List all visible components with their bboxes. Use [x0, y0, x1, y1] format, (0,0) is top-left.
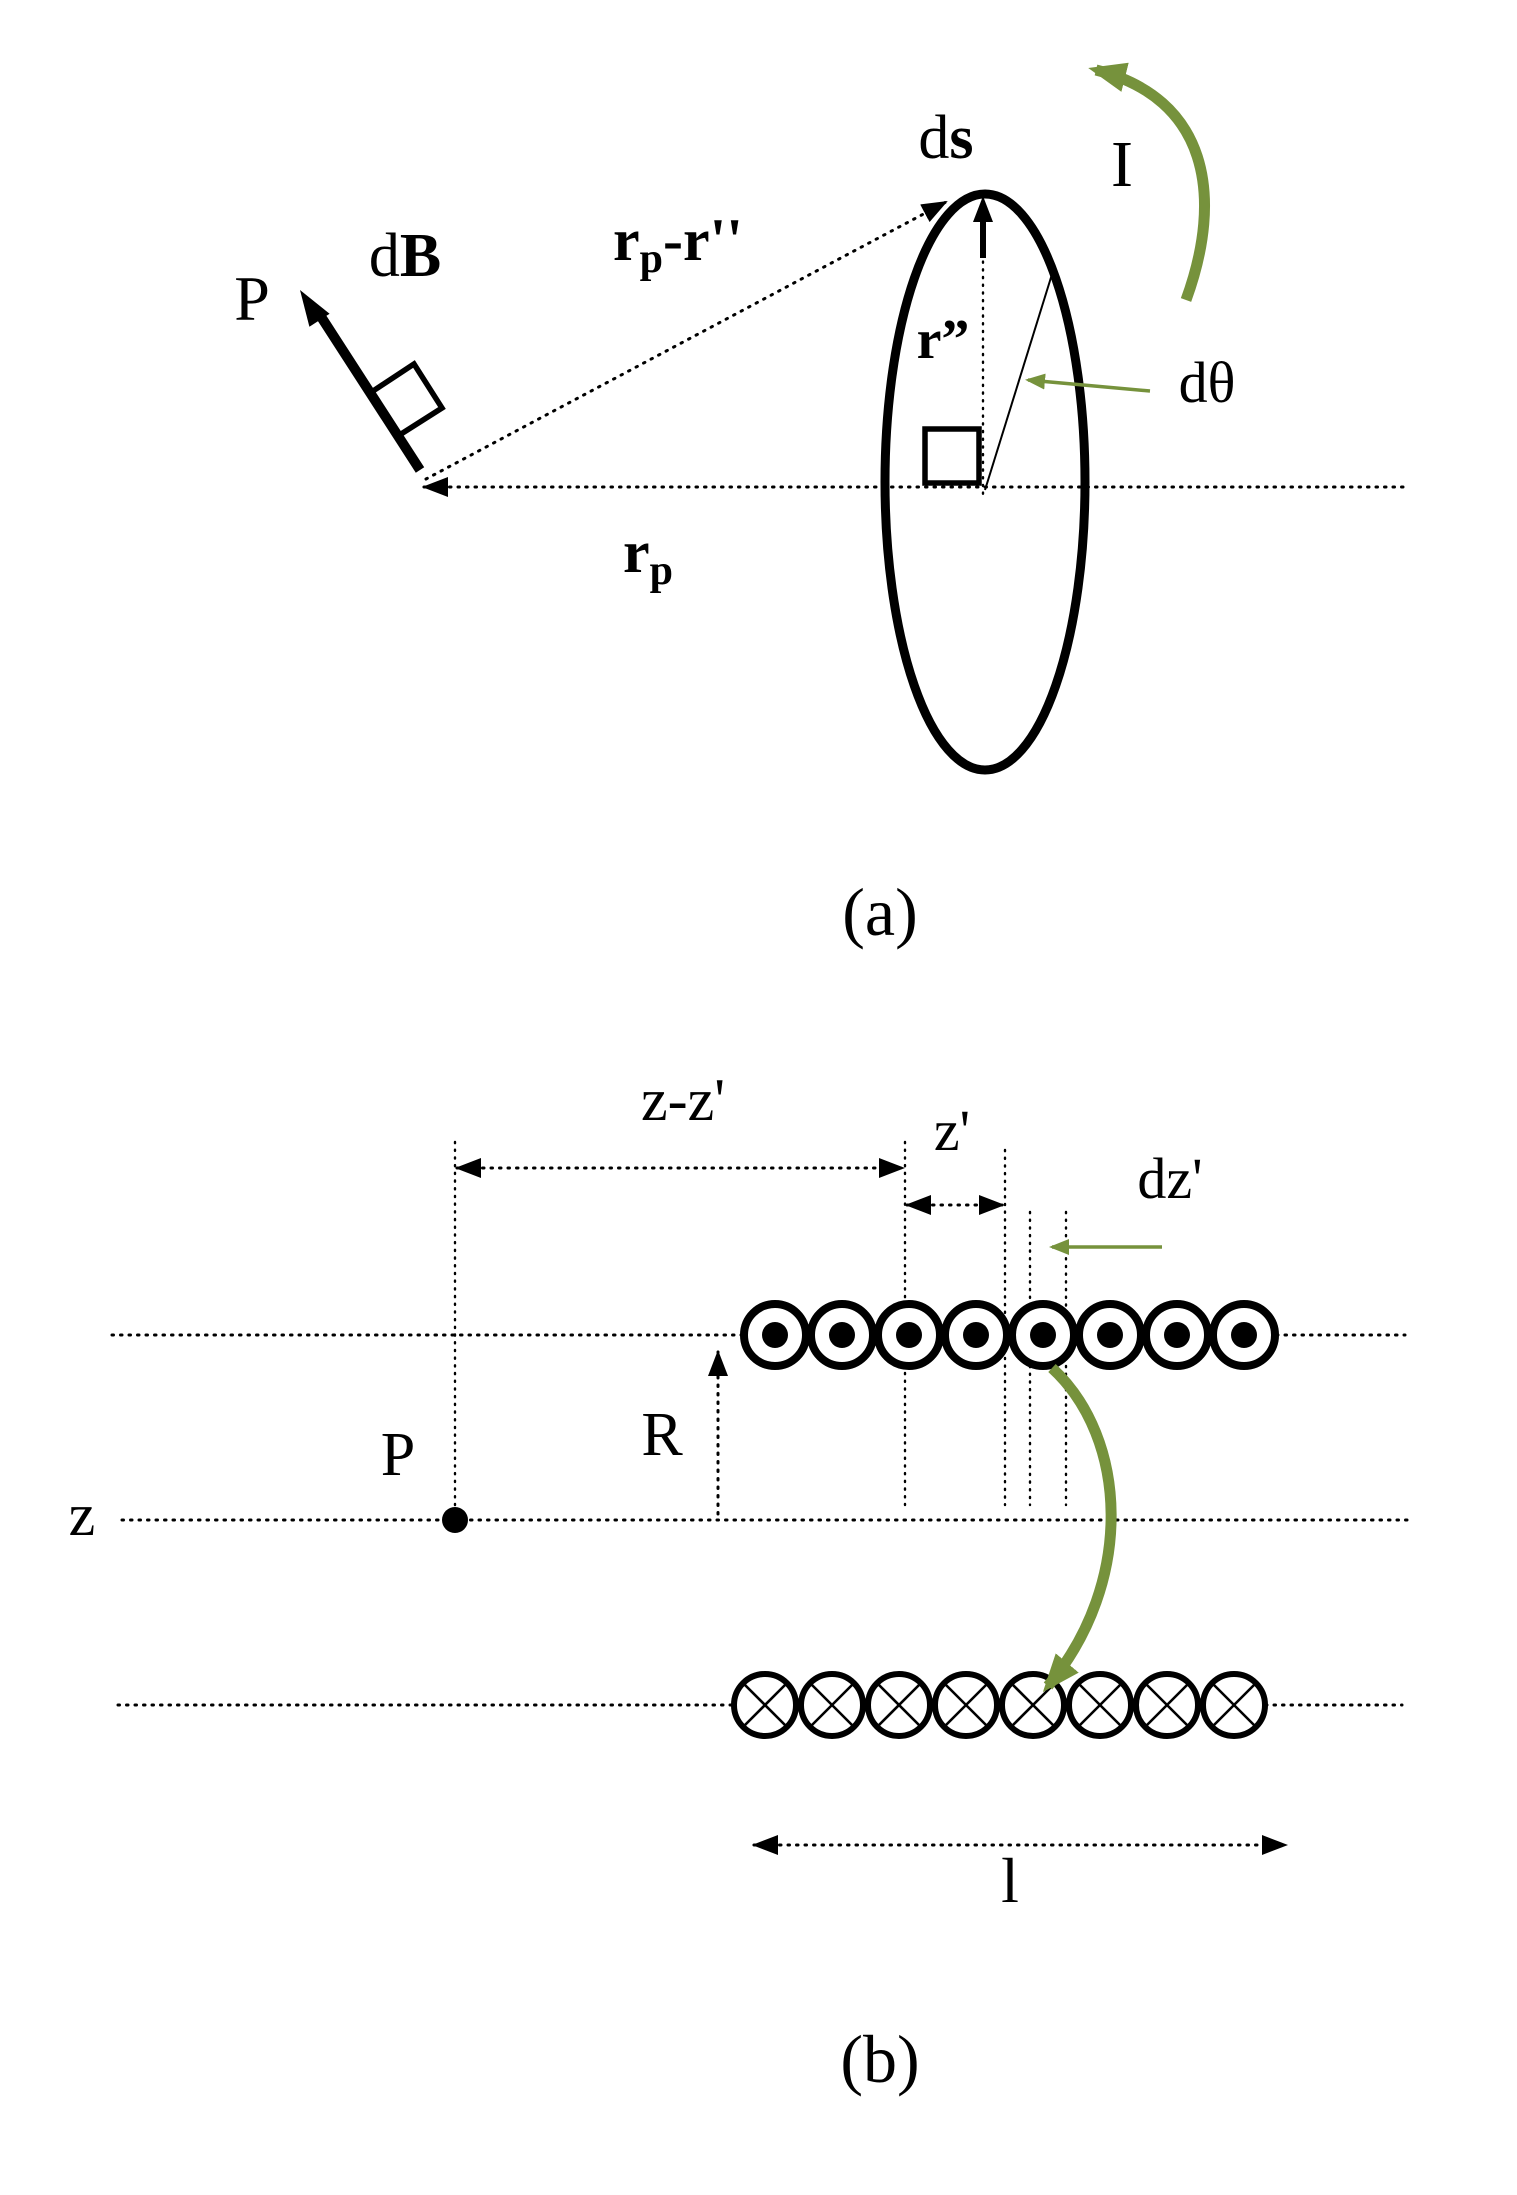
current-out-dot-icon: [1164, 1322, 1190, 1348]
label-rp: rp: [623, 519, 673, 594]
label-dtheta: dθ: [1179, 350, 1236, 415]
current-in-cross-icon: [876, 1682, 922, 1728]
current-out-dot-icon: [829, 1322, 855, 1348]
caption-a: (a): [842, 874, 917, 950]
label-R: R: [641, 1401, 683, 1469]
current-out-dot-icon: [963, 1322, 989, 1348]
current-out-dot-icon: [1231, 1322, 1257, 1348]
ds-arrowhead-icon: [973, 196, 993, 222]
dtheta-pointer-arrow: [1025, 373, 1151, 393]
label-dzprime: dz': [1137, 1146, 1202, 1211]
label-r-source: r”: [917, 309, 970, 371]
top-winding-row-current-out: [740, 1300, 1279, 1370]
label-z-axis: z: [69, 1482, 96, 1548]
point-P-dot: [442, 1507, 468, 1533]
label-z-minus-zprime: z-z': [641, 1067, 725, 1133]
winding-current-wrap-arrow: [1042, 1363, 1117, 1693]
current-in-cross-icon: [742, 1682, 788, 1728]
current-in-cross-icon: [1077, 1682, 1123, 1728]
label-point-P-a: P: [234, 263, 270, 334]
label-dB: dB: [369, 222, 441, 290]
figure-a: ds I P dB rp-r'' r” dθ rp (a): [234, 62, 1408, 950]
dB-arrowhead-icon: [300, 290, 330, 327]
current-out-dot-icon: [896, 1322, 922, 1348]
figure-b: z-z' z' dz' P R z l (b): [69, 1067, 1410, 2097]
right-angle-marker-center: [922, 426, 982, 486]
dtheta-angle-line: [984, 270, 1054, 491]
current-loop-ellipse: [880, 189, 1090, 775]
current-in-cross-icon: [1211, 1682, 1257, 1728]
label-rp-minus-r: rp-r'': [613, 207, 743, 282]
label-point-P-b: P: [381, 1421, 415, 1489]
current-in-cross-icon: [1144, 1682, 1190, 1728]
right-angle-marker-dB: [366, 360, 446, 440]
caption-b: (b): [840, 2021, 919, 2097]
current-in-cross-icon: [809, 1682, 855, 1728]
current-in-cross-icon: [943, 1682, 989, 1728]
label-zprime: z': [934, 1098, 970, 1163]
label-ds: ds: [918, 104, 973, 172]
current-direction-arrow: [1088, 62, 1211, 302]
current-out-dot-icon: [762, 1322, 788, 1348]
label-length-l: l: [1001, 1845, 1019, 1916]
current-out-dot-icon: [1030, 1322, 1056, 1348]
label-current-I: I: [1111, 128, 1133, 201]
bottom-winding-row-current-in: [731, 1671, 1268, 1739]
current-out-dot-icon: [1097, 1322, 1123, 1348]
